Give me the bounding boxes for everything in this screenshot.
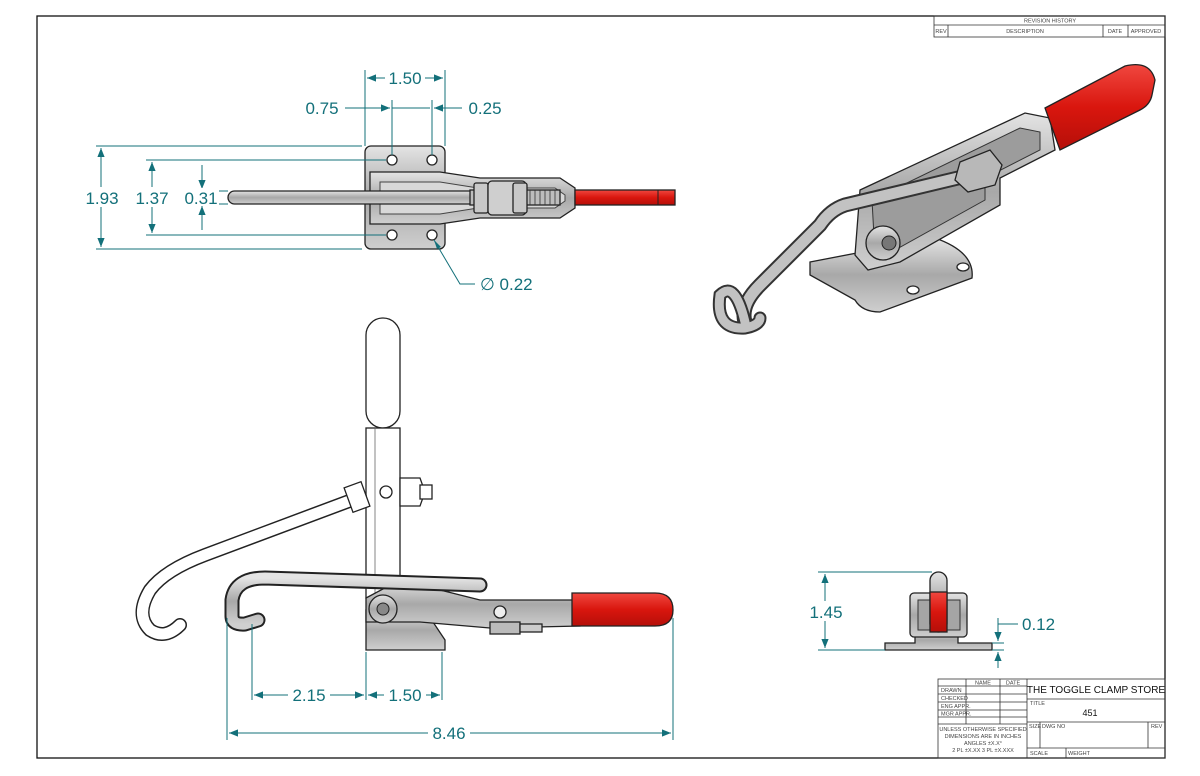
rev-col-rev: REV [935, 29, 947, 35]
title-block: NAME DATE DRAWN CHECKED ENG APPR. MGR AP… [937, 678, 1166, 759]
iso-base-plate [809, 237, 973, 313]
top-nut [512, 182, 528, 214]
rev-col-approved: APPROVED [1131, 29, 1162, 35]
tb-row-checked: CHECKED [941, 696, 968, 702]
side-open-handle [365, 317, 401, 429]
isometric-view [712, 63, 1156, 335]
tb-note-3: ANGLES ±X.X° [964, 741, 1002, 747]
tb-scale-label: SCALE [1030, 751, 1048, 757]
tb-title-value: 451 [1082, 708, 1097, 718]
dim-base-thickness: 0.12 [1022, 615, 1055, 634]
dim-hole-dia: ∅ 0.22 [480, 275, 533, 294]
dim-hole-offset: 0.25 [468, 99, 501, 118]
tb-note-4: 2 PL ±X.XX 3 PL ±X.XXX [952, 748, 1014, 754]
top-handle-grip [574, 189, 676, 206]
top-mounting-hole [426, 154, 438, 166]
dim-overall-height: 1.93 [85, 189, 118, 208]
tb-row-drawn: DRAWN [941, 688, 962, 694]
dim-base-len: 1.50 [388, 686, 421, 705]
tb-note-1: UNLESS OTHERWISE SPECIFIED [939, 727, 1026, 733]
rev-col-description: DESCRIPTION [1006, 29, 1044, 35]
tb-rev-label: REV [1151, 724, 1163, 730]
side-handle-grip [571, 592, 674, 627]
tb-note-2: DIMENSIONS ARE IN INCHES [945, 734, 1022, 740]
dim-top-width: 1.50 [388, 69, 421, 88]
tb-row-mgr: MGR APPR. [941, 712, 972, 718]
rev-col-date: DATE [1108, 29, 1123, 35]
dim-hole-height: 1.37 [135, 189, 168, 208]
top-view-dimensions: 1.50 0.75 0.25 1.93 1.37 0.31 ∅ 0.22 [82, 68, 533, 294]
dim-end-height: 1.45 [809, 603, 842, 622]
dim-hole-spacing: 0.75 [305, 99, 338, 118]
dim-hook-reach: 2.15 [292, 686, 325, 705]
tb-date-header: DATE [1006, 681, 1021, 687]
top-hook-rod [227, 190, 479, 205]
tb-title-label: TITLE [1030, 701, 1045, 707]
top-nut [473, 182, 489, 214]
tb-row-eng: ENG APPR. [941, 704, 971, 710]
dim-overall-len: 8.46 [432, 724, 465, 743]
iso-handle-grip [1044, 63, 1156, 151]
tb-size-label: SIZE [1029, 724, 1042, 730]
sheet-border [36, 15, 1166, 759]
end-view-dimensions: 1.45 0.12 [806, 571, 1055, 668]
side-view [135, 317, 674, 651]
end-base [884, 629, 993, 651]
tb-name-header: NAME [975, 681, 991, 687]
top-view [227, 145, 676, 250]
revision-title: REVISION HISTORY [1024, 19, 1076, 25]
top-mounting-hole [386, 229, 398, 241]
top-mounting-hole [386, 154, 398, 166]
revision-block: REVISION HISTORY REV DESCRIPTION DATE AP… [933, 15, 1166, 38]
top-mounting-hole [426, 229, 438, 241]
tb-dwg-label: DWG NO [1042, 724, 1066, 730]
side-view-dimensions: 2.15 1.50 8.46 [226, 618, 674, 743]
dim-bar-dia: 0.31 [184, 189, 217, 208]
iso-nut [954, 149, 1003, 193]
tb-company: THE TOGGLE CLAMP STORE [1027, 685, 1166, 696]
tb-weight-label: WEIGHT [1068, 751, 1091, 757]
end-view [884, 571, 993, 651]
